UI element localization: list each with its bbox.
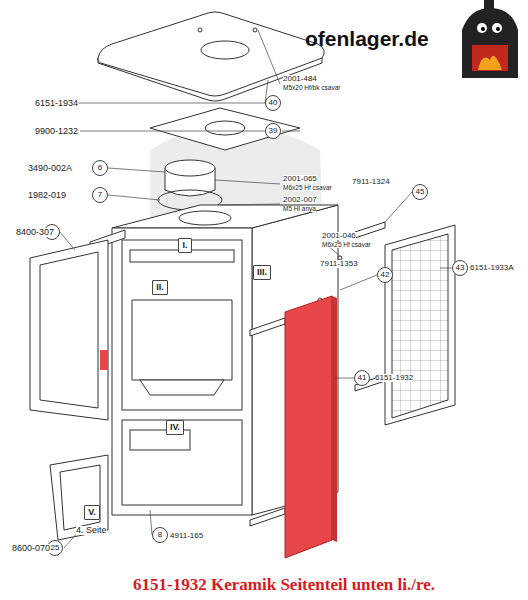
part-number: 2002-007	[283, 196, 317, 204]
callout-circle: 40	[265, 95, 281, 111]
stove-parts	[30, 12, 455, 540]
part-number: 4911-165	[170, 532, 203, 540]
section-marker: II.	[152, 280, 168, 295]
part-number: 4. Seite	[76, 526, 107, 535]
part-number: M6x25 Hf csavar	[322, 242, 371, 249]
callout-number: IV.	[170, 423, 180, 432]
callout-number: 40	[269, 99, 278, 107]
part-number: 7911-1353	[320, 260, 358, 268]
callout-circle: 42	[377, 267, 393, 283]
part-number: 6151-1934	[35, 99, 78, 108]
callout-number: 45	[416, 188, 425, 196]
part-number: 6151-1933A	[470, 264, 514, 272]
logo-mascot	[462, 0, 518, 78]
callout-number: 42	[381, 271, 390, 279]
part-number: M5x20 Hf/bk csavar	[283, 85, 340, 92]
leader-lines	[60, 30, 452, 548]
part-number: 8600-070	[12, 544, 50, 553]
callout-number: II.	[156, 283, 164, 292]
callout-circle: 6	[92, 160, 108, 176]
caption: 6151-1932 Keramik Seitenteil unten li./r…	[133, 575, 435, 595]
part-number: 2001-484	[283, 75, 317, 83]
section-marker: V.	[84, 505, 100, 520]
part-number: M6x25 Hf csavar	[283, 185, 332, 192]
callout-number: 7	[98, 191, 102, 199]
part-number: 8400-307	[16, 228, 54, 237]
callout-number: 6	[98, 164, 102, 172]
part-number: 3490-002A	[28, 164, 72, 173]
callout-number: III.	[257, 268, 267, 277]
section-marker: III.	[253, 265, 271, 280]
callout-number: 8	[158, 531, 162, 539]
part-number: 9900-1232	[35, 127, 78, 136]
callout-number: 41	[358, 374, 367, 382]
section-marker: IV.	[166, 420, 184, 435]
callout-number: I.	[182, 241, 187, 250]
callout-circle: 39	[265, 123, 281, 139]
part-number: 6151-1932	[375, 374, 413, 382]
callout-number: 43	[456, 264, 465, 272]
part-number: M5 Hl anya	[283, 206, 316, 213]
callout-circle: 8	[152, 527, 168, 543]
part-number: 2001-046	[322, 232, 356, 240]
callout-circle: 43	[452, 260, 468, 276]
part-number: 7911-1324	[352, 178, 390, 186]
logo-text: ofenlager.de	[305, 28, 429, 49]
ceramic-edge	[332, 296, 337, 542]
section-marker: I.	[178, 238, 191, 253]
callout-number: 39	[269, 127, 278, 135]
part-number: 1982-019	[28, 191, 66, 200]
callout-number: V.	[88, 508, 96, 517]
ceramic-side-part	[285, 296, 332, 558]
callout-number: 25	[51, 544, 60, 552]
callout-circle: 45	[412, 184, 428, 200]
callout-circle: 7	[92, 187, 108, 203]
part-number: 2001-065	[283, 175, 317, 183]
callout-circle: 41	[354, 370, 370, 386]
